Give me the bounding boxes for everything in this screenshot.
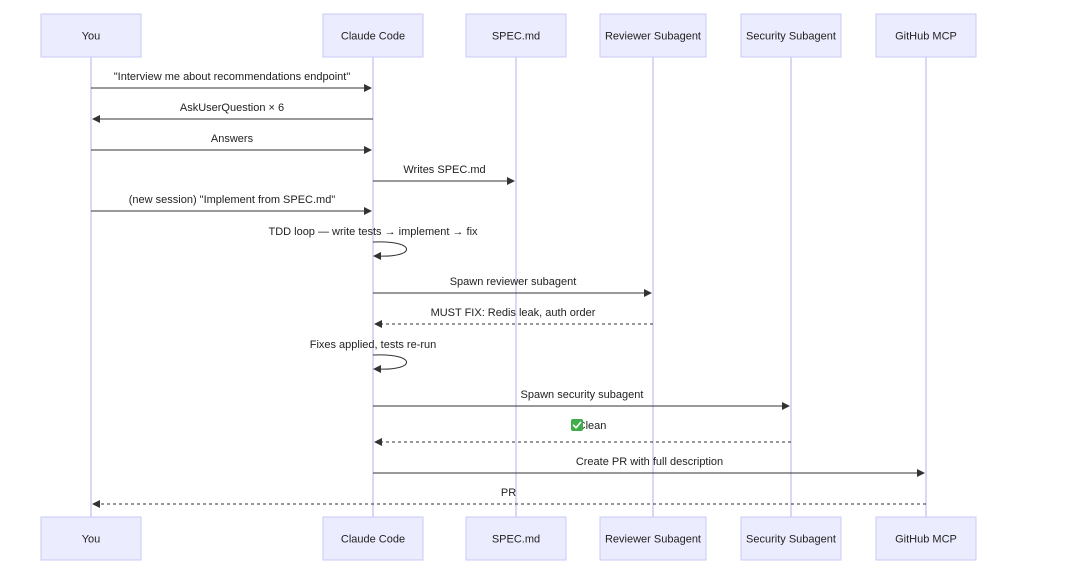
participants-top: You Claude Code SPEC.md Reviewer Subagent Se… xyxy=(40,13,977,58)
participant-spec-bottom: SPEC.md xyxy=(465,516,567,561)
participant-box xyxy=(740,13,842,58)
messages: "Interview me about recommendations endp… xyxy=(91,71,926,508)
message-label: Spawn security subagent xyxy=(521,389,644,401)
message-1: "Interview me about recommendations endp… xyxy=(91,71,372,92)
participant-you-top: You xyxy=(40,13,142,58)
message-label: Writes SPEC.md xyxy=(403,164,485,176)
arrowhead xyxy=(373,252,381,260)
participant-claude-top: Claude Code xyxy=(322,13,424,58)
message-label: Fixes applied, tests re-run xyxy=(310,339,437,351)
participant-box xyxy=(599,13,707,58)
check-icon xyxy=(571,419,583,431)
message-7: Spawn reviewer subagent xyxy=(373,276,652,297)
arrowhead xyxy=(507,177,515,185)
message-label: TDD loop — write tests → implement → fix xyxy=(268,226,478,238)
message-label: Clean xyxy=(578,420,607,432)
participant-box xyxy=(599,516,707,561)
participant-github-top: GitHub MCP xyxy=(875,13,977,58)
message-label: PR xyxy=(501,487,516,499)
message-label: Create PR with full description xyxy=(576,456,723,468)
message-5: (new session) "Implement from SPEC.md" xyxy=(91,194,372,215)
participants-bottom: You Claude Code SPEC.md Reviewer Subagent Se… xyxy=(40,516,977,561)
arrowhead xyxy=(917,469,925,477)
message-4: Writes SPEC.md xyxy=(373,164,515,185)
arrowhead xyxy=(364,207,372,215)
message-label: (new session) "Implement from SPEC.md" xyxy=(129,194,336,206)
participant-label: Reviewer Subagent xyxy=(605,30,701,42)
participant-you-bottom: You xyxy=(40,516,142,561)
message-label: MUST FIX: Redis leak, auth order xyxy=(431,307,596,319)
message-11: Clean xyxy=(374,419,791,446)
participant-label: Reviewer Subagent xyxy=(605,533,701,545)
message-10: Spawn security subagent xyxy=(373,389,790,410)
participant-reviewer-top: Reviewer Subagent xyxy=(599,13,707,58)
self-message-arrow xyxy=(372,354,407,370)
participant-label: Security Subagent xyxy=(746,533,836,545)
message-label: AskUserQuestion × 6 xyxy=(180,102,284,114)
message-13: PR xyxy=(92,487,926,508)
message-label: "Interview me about recommendations endp… xyxy=(114,71,351,83)
arrowhead xyxy=(364,146,372,154)
arrowhead xyxy=(782,402,790,410)
participant-security-bottom: Security Subagent xyxy=(740,516,842,561)
participant-box xyxy=(40,13,142,58)
participant-box xyxy=(322,13,424,58)
participant-label: GitHub MCP xyxy=(895,30,957,42)
participant-box xyxy=(465,13,567,58)
participant-label: You xyxy=(82,30,101,42)
participant-box xyxy=(322,516,424,561)
participant-label: You xyxy=(82,533,101,545)
participant-reviewer-bottom: Reviewer Subagent xyxy=(599,516,707,561)
message-2: AskUserQuestion × 6 xyxy=(92,102,373,123)
participant-box xyxy=(40,516,142,561)
participant-label: Claude Code xyxy=(341,30,405,42)
arrowhead xyxy=(364,84,372,92)
message-label: Spawn reviewer subagent xyxy=(450,276,577,288)
message-6: TDD loop — write tests → implement → fix xyxy=(268,226,478,260)
message-label: Answers xyxy=(211,133,254,145)
participant-label: SPEC.md xyxy=(492,30,540,42)
participant-box xyxy=(875,516,977,561)
arrowhead xyxy=(92,115,100,123)
arrowhead xyxy=(374,438,382,446)
arrowhead xyxy=(92,500,100,508)
self-message-arrow xyxy=(372,241,407,257)
arrowhead xyxy=(644,289,652,297)
participant-label: Security Subagent xyxy=(746,30,836,42)
message-3: Answers xyxy=(91,133,372,154)
participant-label: Claude Code xyxy=(341,533,405,545)
participant-spec-top: SPEC.md xyxy=(465,13,567,58)
message-12: Create PR with full description xyxy=(373,456,925,477)
participant-github-bottom: GitHub MCP xyxy=(875,516,977,561)
message-8: MUST FIX: Redis leak, auth order xyxy=(374,307,653,328)
arrowhead xyxy=(373,365,381,373)
participant-box xyxy=(740,516,842,561)
lifelines xyxy=(90,57,927,517)
participant-box xyxy=(875,13,977,58)
participant-claude-bottom: Claude Code xyxy=(322,516,424,561)
participant-security-top: Security Subagent xyxy=(740,13,842,58)
arrowhead xyxy=(374,320,382,328)
participant-label: GitHub MCP xyxy=(895,533,957,545)
message-9: Fixes applied, tests re-run xyxy=(310,339,437,373)
participant-label: SPEC.md xyxy=(492,533,540,545)
participant-box xyxy=(465,516,567,561)
